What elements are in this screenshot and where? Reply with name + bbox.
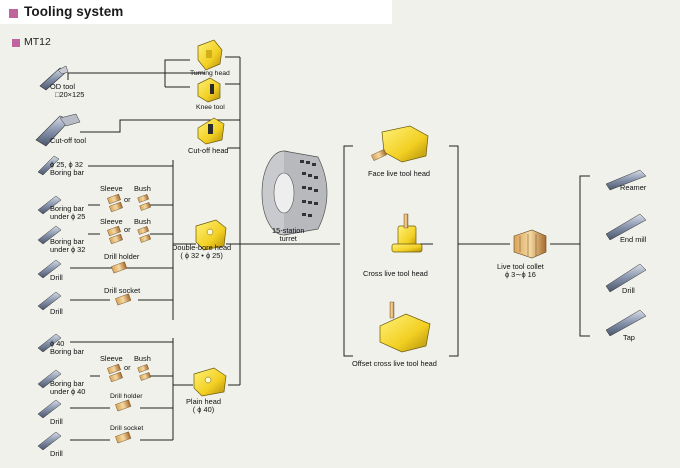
cross-live-tool-head-icon (391, 213, 423, 253)
sleeve-bush-icons (107, 193, 151, 444)
drill-socket-label-2: Drill socket (110, 425, 144, 432)
bush-label-2: Bush (134, 217, 151, 226)
boring-bar-icons (37, 155, 62, 311)
cross-live-tool-head-label: Cross live tool head (363, 269, 428, 278)
od-tool-size: □20×125 (55, 90, 85, 99)
face-live-tool-head-icon (371, 125, 429, 163)
drill-label-right: Drill (622, 286, 635, 295)
offset-cross-live-tool-head-icon (379, 301, 431, 353)
drill-label-2: Drill (50, 307, 63, 316)
cut-off-tool-label: Cut-off tool (50, 136, 87, 145)
section-marker (12, 39, 20, 47)
bush-label-3: Bush (134, 354, 151, 363)
drill-socket-label-1: Drill socket (104, 286, 141, 295)
turning-head-icon (197, 39, 223, 71)
double-bore-head-icon (195, 219, 227, 251)
cut-off-head-label: Cut-off head (188, 146, 229, 155)
tap-label: Tap (623, 333, 635, 342)
title-bar: Tooling system (0, 0, 392, 24)
drill-holder-label-2: Drill holder (110, 393, 143, 400)
od-tool-label: OD tool (50, 82, 76, 91)
double-bore-head-label: Double-bore head ( ϕ 32 • ϕ 25) (172, 243, 232, 261)
or-label-1: or (124, 225, 131, 234)
drill-label-1: Drill (50, 273, 63, 282)
drill-holder-label-1: Drill holder (104, 252, 140, 261)
drill-icon-right (605, 263, 647, 293)
sleeve-label-1: Sleeve (100, 184, 123, 193)
end-mill-icon (605, 213, 647, 241)
cut-off-tool-icon (35, 113, 81, 147)
cut-off-head-icon (197, 117, 225, 145)
boring-bar-label-4: ϕ 40 Boring bar (50, 339, 85, 357)
bottom-tool-icons (37, 333, 62, 451)
connector-lines (67, 56, 590, 441)
sleeve-label-2: Sleeve (100, 217, 123, 226)
boring-bar-label-2: Boring bar under ϕ 25 (50, 204, 86, 222)
knee-tool-icon (197, 77, 221, 103)
page-title: Tooling system (24, 4, 124, 19)
plain-head-icon (193, 367, 227, 397)
or-label-3: or (124, 363, 131, 372)
title-marker (9, 9, 18, 18)
drill-label-3: Drill (50, 417, 63, 426)
end-mill-label: End mill (620, 235, 647, 244)
face-live-tool-head-label: Face live tool head (368, 169, 431, 178)
live-tool-collet-label: Live tool collet ϕ 3∼ϕ 16 (497, 262, 544, 280)
knee-tool-label: Knee tool (196, 104, 225, 111)
live-tool-collet-icon (513, 229, 547, 259)
turning-head-label: Turning head (190, 70, 230, 77)
boring-bar-label-5: Boring bar under ϕ 40 (50, 379, 86, 397)
or-label-2: or (124, 195, 131, 204)
boring-bar-label-1: ϕ 25, ϕ 32 Boring bar (50, 160, 85, 178)
section-label: MT12 (24, 36, 51, 48)
turret-icon (261, 150, 328, 236)
reamer-icon (605, 169, 647, 191)
tap-icon (605, 309, 647, 337)
sleeve-label-3: Sleeve (100, 354, 123, 363)
turret-label: 15-station turret (272, 226, 305, 244)
plain-head-label: Plain head ( ϕ 40) (186, 397, 221, 415)
drill-label-4: Drill (50, 449, 63, 458)
boring-bar-label-3: Boring bar under ϕ 32 (50, 237, 86, 255)
od-tool-icon (39, 65, 69, 91)
bush-label-1: Bush (134, 184, 151, 193)
offset-cross-live-tool-head-label: Offset cross live tool head (352, 359, 437, 368)
reamer-label: Reamer (620, 183, 647, 192)
